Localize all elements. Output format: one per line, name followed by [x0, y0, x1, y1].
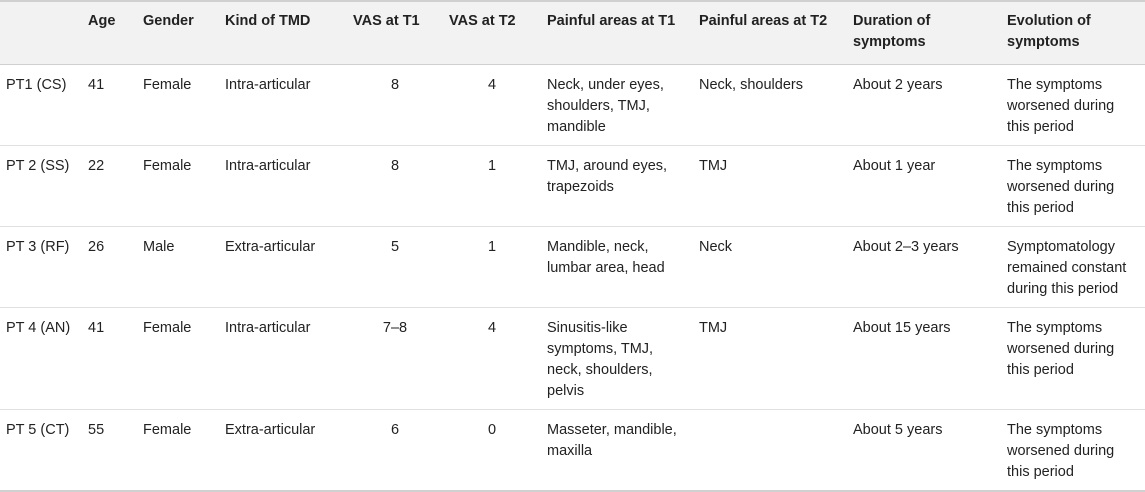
header-vas-t2: VAS at T2 [443, 0, 541, 65]
cell-age: 55 [82, 409, 137, 492]
cell-vas-t1: 7–8 [347, 307, 443, 410]
table-row: PT 4 (AN) 41 Female Intra-articular 7–8 … [0, 307, 1145, 410]
cell-kind: Intra-articular [219, 145, 347, 227]
cell-patient: PT1 (CS) [0, 64, 82, 146]
cell-vas-t2: 4 [443, 64, 541, 146]
cell-areas-t2 [693, 409, 847, 492]
table-row: PT 5 (CT) 55 Female Extra-articular 6 0 … [0, 409, 1145, 492]
table-row: PT 2 (SS) 22 Female Intra-articular 8 1 … [0, 145, 1145, 227]
cell-areas-t1: Mandible, neck, lumbar area, head [541, 226, 693, 308]
cell-patient: PT 2 (SS) [0, 145, 82, 227]
cell-patient: PT 5 (CT) [0, 409, 82, 492]
header-painful-areas-t1: Painful areas at T1 [541, 0, 693, 65]
header-vas-t1: VAS at T1 [347, 0, 443, 65]
cell-vas-t2: 1 [443, 145, 541, 227]
cell-vas-t1: 6 [347, 409, 443, 492]
header-age: Age [82, 0, 137, 65]
cell-evolution: The symptoms worsened during this period [1001, 145, 1145, 227]
table-row: PT1 (CS) 41 Female Intra-articular 8 4 N… [0, 64, 1145, 146]
cell-areas-t1: Neck, under eyes, shoulders, TMJ, mandib… [541, 64, 693, 146]
cell-kind: Extra-articular [219, 226, 347, 308]
cell-areas-t2: Neck [693, 226, 847, 308]
header-row: Age Gender Kind of TMD VAS at T1 VAS at … [0, 0, 1145, 65]
cell-gender: Female [137, 307, 219, 410]
header-gender: Gender [137, 0, 219, 65]
cell-duration: About 1 year [847, 145, 1001, 227]
cell-vas-t1: 5 [347, 226, 443, 308]
header-evolution: Evolution of symptoms [1001, 0, 1145, 65]
cell-kind: Extra-articular [219, 409, 347, 492]
cell-vas-t1: 8 [347, 145, 443, 227]
cell-age: 22 [82, 145, 137, 227]
cell-kind: Intra-articular [219, 64, 347, 146]
cell-age: 26 [82, 226, 137, 308]
cell-patient: PT 3 (RF) [0, 226, 82, 308]
cell-areas-t1: Sinusitis-like symptoms, TMJ, neck, shou… [541, 307, 693, 410]
cell-areas-t2: Neck, shoulders [693, 64, 847, 146]
cell-vas-t2: 1 [443, 226, 541, 308]
cell-age: 41 [82, 307, 137, 410]
cell-areas-t2: TMJ [693, 307, 847, 410]
cell-vas-t2: 0 [443, 409, 541, 492]
cell-patient: PT 4 (AN) [0, 307, 82, 410]
cell-gender: Male [137, 226, 219, 308]
cell-vas-t1: 8 [347, 64, 443, 146]
cell-areas-t1: Masseter, mandible, maxilla [541, 409, 693, 492]
cell-areas-t2: TMJ [693, 145, 847, 227]
cell-evolution: The symptoms worsened during this period [1001, 64, 1145, 146]
header-patient [0, 0, 82, 65]
cell-areas-t1: TMJ, around eyes, trapezoids [541, 145, 693, 227]
cell-gender: Female [137, 145, 219, 227]
table-row: PT 3 (RF) 26 Male Extra-articular 5 1 Ma… [0, 226, 1145, 308]
cell-duration: About 5 years [847, 409, 1001, 492]
cell-age: 41 [82, 64, 137, 146]
header-kind-of-tmd: Kind of TMD [219, 0, 347, 65]
cell-gender: Female [137, 64, 219, 146]
cell-kind: Intra-articular [219, 307, 347, 410]
cell-evolution: Symptomatology remained constant during … [1001, 226, 1145, 308]
cell-vas-t2: 4 [443, 307, 541, 410]
cell-duration: About 2 years [847, 64, 1001, 146]
cell-duration: About 15 years [847, 307, 1001, 410]
cell-evolution: The symptoms worsened during this period [1001, 409, 1145, 492]
header-duration: Duration of symptoms [847, 0, 1001, 65]
cell-gender: Female [137, 409, 219, 492]
cell-duration: About 2–3 years [847, 226, 1001, 308]
cell-evolution: The symptoms worsened during this period [1001, 307, 1145, 410]
header-painful-areas-t2: Painful areas at T2 [693, 0, 847, 65]
